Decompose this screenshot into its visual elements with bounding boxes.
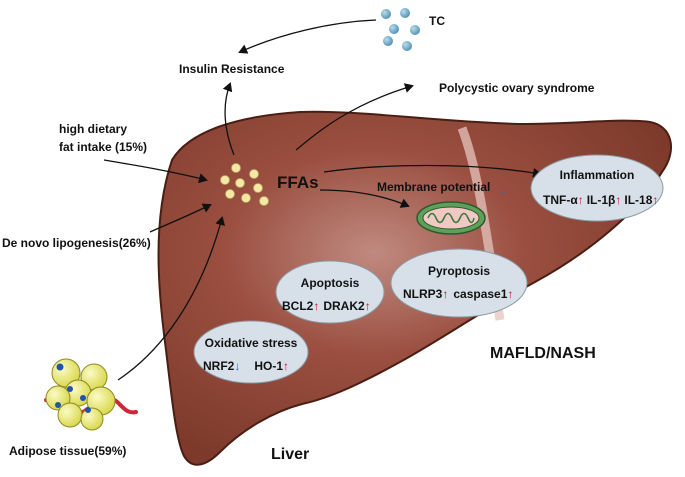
liver-label: Liver	[271, 446, 309, 463]
ho-1-label: HO-1	[254, 359, 283, 373]
caspase1-up-arrow: ↑	[507, 287, 513, 301]
drak2-up-arrow: ↑	[365, 299, 371, 313]
pyroptosis-title: Pyroptosis	[428, 264, 490, 278]
tc-label: TC	[429, 14, 445, 28]
il-18-label: IL-18	[624, 193, 652, 207]
arrow-ffa-to-pcos	[295, 83, 414, 151]
inflammation-title: Inflammation	[560, 168, 635, 182]
pcos-label: Polycystic ovary syndrome	[439, 81, 595, 95]
nrf2-label: NRF2	[203, 359, 235, 373]
bcl2-label: BCL2	[282, 299, 314, 313]
arrow-ffa-to-inflammation	[323, 164, 542, 178]
inflammation-bubble	[530, 154, 664, 222]
inflammation-markers: TNF-α↑IL-1β↑IL-18↑	[543, 193, 658, 207]
arrow-adipose-to-ffa	[117, 216, 226, 381]
arrow-ffa-to-insulin	[222, 82, 235, 156]
nlrp3-label: NLRP3	[403, 287, 443, 301]
il-1b-up-arrow: ↑	[615, 193, 621, 207]
apoptosis-markers: BCL2↑DRAK2↑	[282, 299, 371, 313]
ffa-molecules	[220, 163, 269, 206]
adipose-tissue-label: Adipose tissue(59%)	[9, 444, 126, 458]
membrane-potential-label: Membrane potential	[377, 180, 490, 194]
de-novo-lipogenesis-label: De novo lipogenesis(26%)	[2, 236, 151, 250]
high-fat-intake-label-line2: fat intake (15%)	[59, 140, 147, 154]
adipose-tissue-illustration	[44, 358, 138, 431]
mitochondrion	[416, 201, 486, 235]
apoptosis-bubble	[275, 260, 385, 324]
arrow-tc-to-insulin	[238, 19, 377, 54]
apoptosis-title: Apoptosis	[301, 276, 360, 290]
membrane-potential-down-arrow: ↓	[500, 182, 507, 197]
tnf-alpha-up-arrow: ↑	[578, 193, 584, 207]
arrow-ffa-to-mitochondrion	[319, 189, 410, 208]
tc-molecules	[381, 8, 420, 51]
arrow-denovo-to-ffa	[149, 203, 212, 233]
drak2-label: DRAK2	[323, 299, 365, 313]
ffas-label: FFAs	[277, 173, 319, 192]
oxidative-stress-title: Oxidative stress	[205, 336, 298, 350]
caspase1-label: caspase1	[453, 287, 507, 301]
il-18-up-arrow: ↑	[652, 193, 658, 207]
ho-1-up-arrow: ↑	[283, 359, 289, 373]
il-1b-label: IL-1β	[587, 193, 616, 207]
oxidative-stress-markers: NRF2↓ HO-1↑	[203, 359, 289, 373]
mafld-nash-label: MAFLD/NASH	[490, 345, 596, 362]
high-fat-intake-label: high dietary	[59, 122, 127, 136]
insulin-resistance-label: Insulin Resistance	[179, 62, 285, 76]
nlrp3-up-arrow: ↑	[442, 287, 448, 301]
nrf2-down-arrow: ↓	[234, 359, 240, 373]
pyroptosis-markers: NLRP3↑caspase1↑	[403, 287, 513, 301]
oxidative-stress-bubble	[193, 320, 309, 384]
arrow-highfat-to-ffa	[103, 159, 208, 184]
pyroptosis-bubble	[390, 248, 528, 318]
bcl2-up-arrow: ↑	[313, 299, 319, 313]
tnf-alpha-label: TNF-α	[543, 193, 578, 207]
